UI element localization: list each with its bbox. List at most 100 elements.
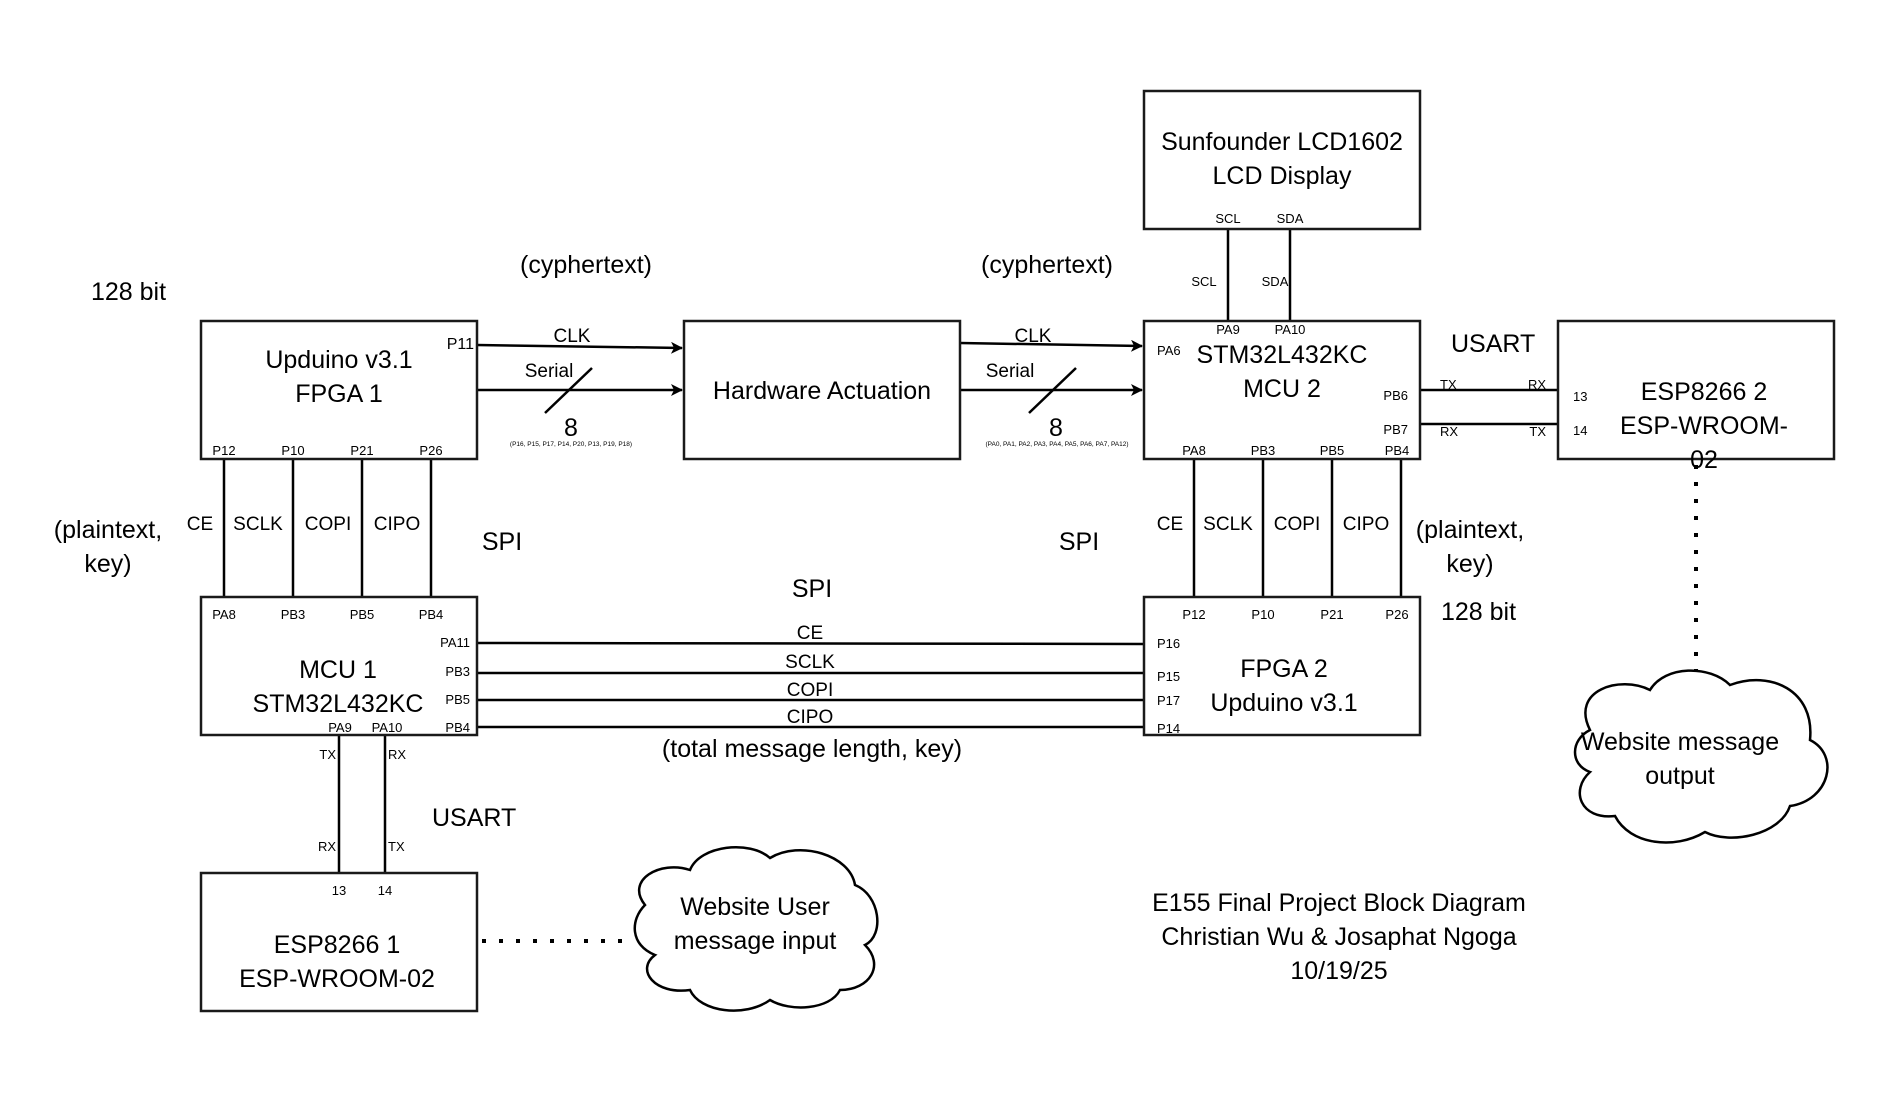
mcu1-line2: STM32L432KC bbox=[252, 690, 424, 718]
cloud-input-shape bbox=[633, 846, 879, 1012]
fpga1-block bbox=[199, 319, 479, 461]
mcu2-title: STM32L432KC MCU 2 bbox=[1197, 338, 1368, 406]
scl-wire-label: SCL bbox=[1191, 274, 1217, 289]
mcu1-pin-copi: PB5 bbox=[349, 607, 375, 622]
fpga2-pin-copi: P21 bbox=[1320, 607, 1344, 622]
bus-pins-2: (PA0, PA1, PA2, PA3, PA4, PA5, PA6, PA7,… bbox=[985, 441, 1129, 448]
spi-copi-label-right: COPI bbox=[1273, 514, 1321, 535]
mcu1-pin-spi-copi: PB5 bbox=[445, 692, 470, 707]
esp2-pin-14: 14 bbox=[1573, 423, 1588, 438]
spi-copi-label-mid: COPI bbox=[786, 680, 834, 701]
mcu1-pin-ce: PA8 bbox=[212, 607, 236, 622]
mcu2-pin-sclk: PB3 bbox=[1250, 443, 1276, 458]
spi-cipo-label-right: CIPO bbox=[1342, 514, 1390, 535]
fpga2-pin-spi-sclk: P15 bbox=[1157, 669, 1181, 684]
fpga1-pin-copi: P21 bbox=[350, 443, 374, 458]
spi-label-mid: SPI bbox=[791, 575, 833, 603]
cloud-input-line1: Website User bbox=[680, 893, 830, 921]
mcu2-pin-scl: PA9 bbox=[1216, 322, 1240, 337]
bus-pins-1: (P16, P15, P17, P14, P20, P13, P19, P18) bbox=[509, 441, 633, 448]
mcu2-pin-tx: PB6 bbox=[1383, 388, 1408, 403]
mcu2-pin-ce: PA8 bbox=[1182, 443, 1206, 458]
mcu1-pin-tx: PA9 bbox=[328, 720, 352, 735]
esp2-line1: ESP8266 2 bbox=[1640, 378, 1768, 406]
rx-label-esp2: RX bbox=[1527, 377, 1546, 392]
cloud-input-line2: message input bbox=[673, 927, 837, 955]
bus-slash-1 bbox=[544, 367, 593, 414]
plaintext-line2: key) bbox=[84, 550, 132, 578]
mcu2-line1: STM32L432KC bbox=[1196, 341, 1368, 369]
mcu1-line1: MCU 1 bbox=[299, 656, 377, 684]
mcu1-title: MCU 1 STM32L432KC bbox=[253, 653, 424, 721]
mcu1-pin-sclk: PB3 bbox=[280, 607, 306, 622]
tx-label-esp2: TX bbox=[1529, 424, 1546, 439]
cloud-output-line2: output bbox=[1645, 762, 1715, 790]
esp1-pin-13: 13 bbox=[331, 883, 347, 898]
fpga1-pin-cipo: P26 bbox=[419, 443, 443, 458]
lcd-block bbox=[1142, 89, 1422, 231]
rx-label-esp1: RX bbox=[317, 839, 336, 854]
caption-date: 10/19/25 bbox=[1290, 957, 1388, 985]
spi-sclk-label-right: SCLK bbox=[1203, 514, 1253, 535]
spi-ce-label-left: CE bbox=[186, 514, 214, 535]
rx-label-mcu1: RX bbox=[388, 747, 407, 762]
fpga2-pin-spi-ce: P16 bbox=[1157, 636, 1181, 651]
esp1-line2: ESP-WROOM-02 bbox=[239, 965, 435, 993]
cloud-output-shape bbox=[1573, 669, 1829, 844]
fpga2-pin-ce: P12 bbox=[1182, 607, 1206, 622]
mcu1-pin-rx: PA10 bbox=[371, 720, 403, 735]
mcu2-pin-sda: PA10 bbox=[1274, 322, 1306, 337]
clk-label-1: CLK bbox=[553, 326, 591, 347]
mcu2-line2: MCU 2 bbox=[1243, 375, 1321, 403]
mcu2-block bbox=[1142, 319, 1422, 461]
clk-wire-1 bbox=[476, 341, 683, 354]
mcu1-pin-cipo: PB4 bbox=[418, 607, 444, 622]
tx-label-mcu1: TX bbox=[319, 747, 336, 762]
fpga1-line2: FPGA 1 bbox=[295, 380, 383, 408]
lcd-line2: LCD Display bbox=[1212, 162, 1352, 190]
esp1-line1: ESP8266 1 bbox=[273, 931, 401, 959]
clk-wire-2 bbox=[959, 339, 1143, 352]
spi-ce-label-mid: CE bbox=[796, 623, 824, 644]
rx-label-mcu2: RX bbox=[1440, 424, 1459, 439]
fpga2-line2: Upduino v3.1 bbox=[1210, 689, 1358, 717]
lcd-pin-sda: SDA bbox=[1276, 211, 1304, 226]
spi-mid-note: (total message length, key) bbox=[661, 735, 963, 763]
plaintext-label-left: (plaintext, key) bbox=[54, 513, 162, 581]
spi-sclk-label-mid: SCLK bbox=[785, 652, 835, 673]
plaintext-line1: (plaintext, bbox=[53, 516, 163, 544]
fpga2-title: FPGA 2 Upduino v3.1 bbox=[1210, 652, 1357, 720]
tx-label-mcu2: TX bbox=[1440, 377, 1457, 392]
fpga2-line1: FPGA 2 bbox=[1240, 655, 1328, 683]
usart-label-left: USART bbox=[432, 804, 517, 832]
fpga2-pin-sclk: P10 bbox=[1251, 607, 1275, 622]
spi-label-right: SPI bbox=[1058, 528, 1100, 556]
usart-label-right: USART bbox=[1451, 330, 1536, 358]
sda-wire-label: SDA bbox=[1261, 274, 1289, 289]
spi-label-left: SPI bbox=[481, 528, 523, 556]
spi-copi-label-left: COPI bbox=[304, 514, 352, 535]
mcu1-block bbox=[199, 595, 479, 737]
caption-authors: Christian Wu & Josaphat Ngoga bbox=[1161, 923, 1517, 951]
mcu1-pin-spi-ce: PA11 bbox=[440, 635, 470, 650]
lcd-pin-scl: SCL bbox=[1215, 211, 1241, 226]
esp2-pin-13: 13 bbox=[1573, 389, 1588, 404]
lcd-line1: Sunfounder LCD1602 bbox=[1161, 128, 1403, 156]
cyphertext-label-right: (cyphertext) bbox=[981, 251, 1113, 279]
mcu2-pin-copi: PB5 bbox=[1319, 443, 1345, 458]
fpga2-pin-spi-copi: P17 bbox=[1157, 693, 1181, 708]
mcu2-pin-cipo: PB4 bbox=[1384, 443, 1410, 458]
bus-width-2: 8 bbox=[1049, 414, 1063, 442]
hardware-actuation-title: Hardware Actuation bbox=[712, 377, 932, 405]
fpga1-pin-ce: P12 bbox=[212, 443, 236, 458]
spi-sclk-label-left: SCLK bbox=[233, 514, 283, 535]
fpga1-pin-sclk: P10 bbox=[281, 443, 305, 458]
esp1-title: ESP8266 1 ESP-WROOM-02 bbox=[239, 928, 435, 996]
bit-width-label-left: 128 bit bbox=[91, 278, 167, 306]
plaintext-line2: key) bbox=[1446, 550, 1494, 578]
